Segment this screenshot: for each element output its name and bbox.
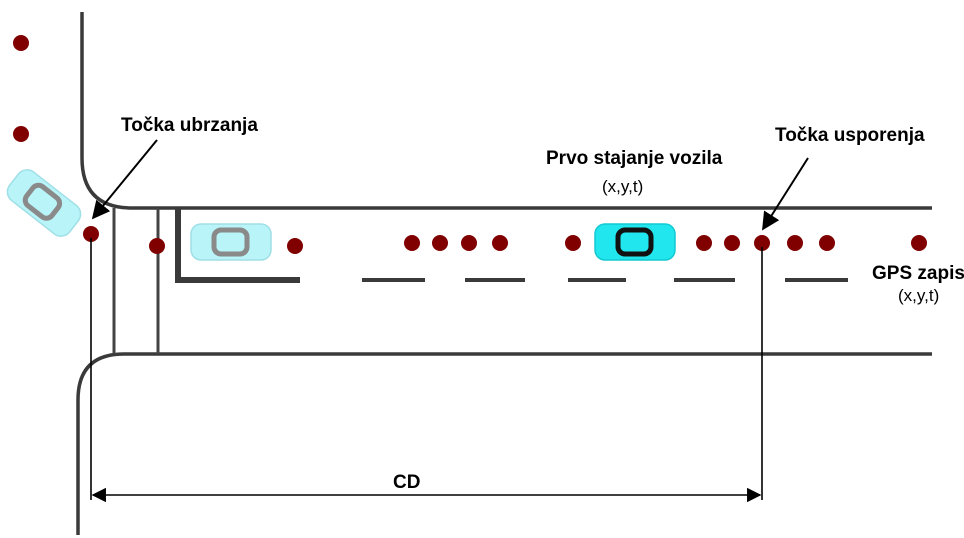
gps-point: [287, 238, 303, 254]
gps-point: [461, 235, 477, 251]
first-stop-coords: (x,y,t): [602, 177, 643, 196]
gps-point: [13, 126, 29, 142]
distance-label: CD: [393, 472, 420, 493]
gps-points: [13, 35, 927, 254]
gps-point: [13, 35, 29, 51]
gps-point: [565, 235, 581, 251]
deceleration-point-label: Točka usporenja: [775, 125, 925, 146]
vehicle-turning: [6, 169, 82, 237]
vehicle-first-stop: [594, 223, 676, 261]
gps-point: [696, 235, 712, 251]
vertical-road-upper-edge: [80, 12, 932, 210]
gps-point: [787, 235, 803, 251]
acceleration-point-label: Točka ubrzanja: [121, 115, 258, 136]
gps-point: [911, 235, 927, 251]
first-stop-label: Prvo stajanje vozila: [546, 148, 723, 169]
acceleration-arrow: [91, 139, 158, 220]
gps-point: [432, 235, 448, 251]
gps-point-deceleration: [754, 235, 770, 251]
road-network: [76, 12, 932, 535]
deceleration-arrow: [762, 157, 809, 231]
gps-point: [724, 235, 740, 251]
stop-line: [175, 209, 300, 283]
gps-point: [492, 235, 508, 251]
vertical-road-lower-edge: [76, 352, 932, 535]
gps-record-coords: (x,y,t): [898, 286, 939, 305]
gps-point: [404, 235, 420, 251]
gps-record-label: GPS zapis: [872, 263, 964, 284]
gps-point-acceleration: [83, 226, 99, 242]
vehicle-waiting: [190, 223, 272, 261]
gps-point: [149, 238, 165, 254]
gps-point: [819, 235, 835, 251]
